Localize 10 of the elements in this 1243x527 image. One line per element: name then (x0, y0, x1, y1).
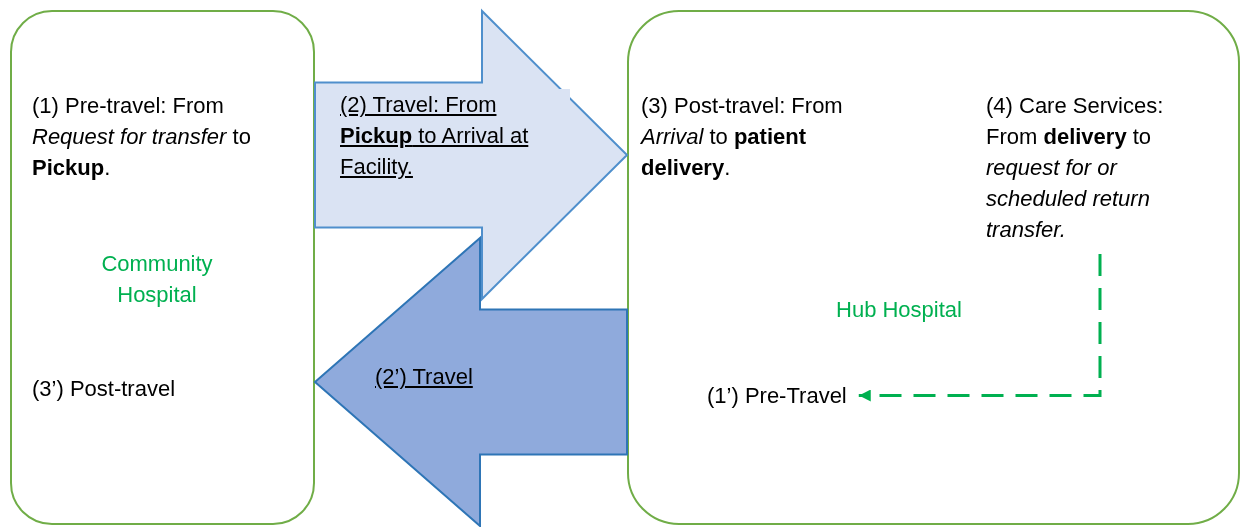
group-label: Hub Hospital (835, 296, 963, 324)
node-text: (4) Care Services: From delivery to request for or scheduled return transfer. (986, 92, 1165, 244)
node-text: (3) Post-travel: From Arrival to patient delivery. (641, 92, 844, 182)
node-text: (1’) Pre-Travel (707, 382, 848, 410)
group-label: Community Hospital (100, 250, 214, 309)
node-text: (1) Pre-travel: From Request for transfer to Pickup. (32, 92, 252, 182)
block-arrow (313, 235, 628, 527)
arrow (858, 254, 1102, 402)
edge-label: (2) Travel: From Pickup to Arrival at Facility. (340, 89, 570, 182)
node-text: (3’) Post-travel (32, 375, 177, 403)
